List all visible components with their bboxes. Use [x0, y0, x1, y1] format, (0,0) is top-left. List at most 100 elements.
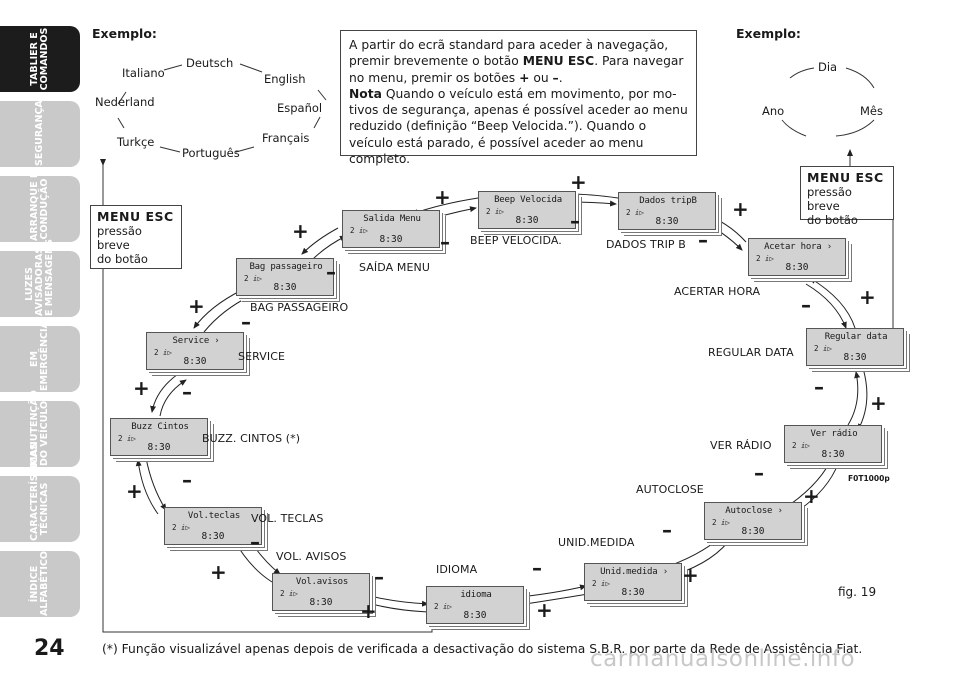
- minus-sign: –: [570, 209, 580, 233]
- lcd-screen-text: Bag passageiro: [249, 262, 323, 272]
- tab-manutencao[interactable]: MANUTENÇÃO DO VEÍCULO: [0, 390, 80, 467]
- lcd-time: 8:30: [655, 216, 679, 227]
- minus-sign: –: [182, 380, 192, 404]
- plus-sign: +: [292, 219, 309, 243]
- minus-sign: –: [532, 556, 542, 580]
- lcd-status: 2 ⅈ▷: [280, 589, 299, 598]
- lcd-status: 2 ⅈ▷: [814, 344, 833, 353]
- lcd-screen-text: Vol.teclas: [187, 511, 241, 521]
- lcd-panel: Unid.medida ›2 ⅈ▷8:30: [584, 563, 682, 601]
- info-box: A partir do ecrã standard para aceder à …: [340, 30, 697, 166]
- tab-tablier-comandos[interactable]: TABLIER E COMANDOS: [0, 26, 80, 92]
- lang-item: English: [264, 72, 306, 86]
- lcd-time: 8:30: [741, 526, 765, 537]
- lcd-status: 2 ⅈ▷: [434, 602, 453, 611]
- lcd-status: 2 ⅈ▷: [350, 226, 369, 235]
- panel-caption: IDIOMA: [436, 563, 478, 576]
- lcd-status: 2 ⅈ▷: [792, 441, 811, 450]
- lang-item: Deutsch: [186, 56, 234, 70]
- menu-esc-line: do botão: [807, 213, 858, 227]
- lcd-time: 8:30: [463, 610, 487, 621]
- panel-caption: VER RÁDIO: [710, 439, 772, 452]
- lcd-time: 8:30: [273, 282, 297, 293]
- plus-sign: +: [126, 479, 143, 503]
- figure-label: fig. 19: [838, 585, 877, 599]
- lcd-status: 2 ⅈ▷: [244, 274, 263, 283]
- plus-sign: +: [210, 560, 227, 584]
- lang-item: Português: [182, 146, 240, 160]
- info-text: . Para navegar no menu, premir os botões: [349, 54, 684, 85]
- lcd-status: 2 ⅈ▷: [626, 208, 645, 217]
- lcd-status: 2 ⅈ▷: [172, 523, 191, 532]
- info-plus: +: [519, 70, 530, 85]
- panel-caption: VOL. AVISOS: [276, 550, 347, 563]
- panel-caption: DADOS TRIP B: [606, 238, 686, 251]
- tab-arranque-conducao[interactable]: ARRANQUE E CONDUÇÃO: [0, 172, 80, 242]
- menu-esc-box-left: MENU ESC pressão breve do botão: [90, 205, 182, 269]
- menu-esc-line: do botão: [97, 252, 148, 266]
- lcd-status: 2 ⅈ▷: [154, 348, 173, 357]
- lang-item: Turkçe: [117, 135, 155, 149]
- menu-esc-title: MENU ESC: [97, 209, 174, 224]
- minus-sign: –: [698, 228, 708, 252]
- lcd-screen-text: Buzz Cintos: [131, 422, 189, 432]
- lcd-screen-text: Regular data: [824, 332, 888, 342]
- example-left-heading: Exemplo:: [92, 26, 157, 41]
- lcd-time: 8:30: [843, 352, 867, 363]
- example-right-heading: Exemplo:: [736, 26, 801, 41]
- lcd-time: 8:30: [379, 234, 403, 245]
- lcd-screen-text: Ver rádio: [810, 429, 858, 439]
- date-item: Mês: [860, 104, 883, 118]
- panel-caption: UNID.MEDIDA: [558, 536, 635, 549]
- lcd-time: 8:30: [821, 449, 845, 460]
- minus-sign: –: [374, 565, 384, 589]
- lcd-screen-text: Acetar hora ›: [764, 242, 832, 252]
- plus-sign: +: [434, 185, 451, 209]
- tab-em-emergencia[interactable]: EM EMERGÊNCIA: [0, 321, 80, 392]
- menu-esc-line: pressão breve: [97, 224, 142, 252]
- lcd-time: 8:30: [785, 262, 809, 273]
- lcd-status: 2 ⅈ▷: [592, 579, 611, 588]
- plus-sign: +: [570, 170, 587, 194]
- menu-esc-box-right: MENU ESC pressão breve do botão: [800, 166, 894, 227]
- tab-indice[interactable]: ÍNDICE ALFABÉTICO: [0, 551, 80, 617]
- minus-sign: –: [801, 293, 811, 317]
- panel-caption: AUTOCLOSE: [636, 483, 704, 496]
- plus-sign: +: [803, 484, 820, 508]
- lcd-panel: Regular data 2 ⅈ▷ 8:30: [806, 328, 904, 366]
- page-number: 24: [34, 636, 65, 661]
- tab-caracteristicas[interactable]: CARACTERÍSTICAS TÉCNICAS: [0, 443, 80, 542]
- lcd-screen-text: Vol.avisos: [295, 577, 349, 587]
- plus-sign: +: [360, 599, 377, 623]
- lcd-screen-text: Dados tripB: [639, 196, 697, 206]
- plus-sign: +: [859, 285, 876, 309]
- lcd-panel: Acetar hora ›2 ⅈ▷8:30: [748, 238, 846, 276]
- minus-sign: –: [814, 375, 824, 399]
- lcd-screen-text: idioma: [460, 590, 492, 600]
- footnote: (*) Função visualizável apenas depois de…: [102, 642, 863, 656]
- tab-seguranca[interactable]: SEGURANÇA: [0, 100, 80, 167]
- lcd-screen-text: Unid.medida ›: [600, 567, 668, 577]
- lcd-panel: Bag passageiro 2 ⅈ▷ 8:30: [236, 258, 334, 296]
- lcd-time: 8:30: [201, 531, 225, 542]
- plus-sign: +: [536, 598, 553, 622]
- info-text: .: [558, 70, 563, 85]
- panel-caption: SERVICE: [238, 350, 286, 363]
- panel-caption: BEEP VELOCIDA.: [470, 234, 562, 247]
- minus-sign: –: [662, 518, 672, 542]
- info-menu-esc: MENU ESC: [522, 54, 595, 69]
- figure-code: F0T1000p: [848, 474, 890, 483]
- lcd-screen-text: Service ›: [172, 336, 220, 346]
- plus-sign: +: [133, 376, 150, 400]
- minus-sign: –: [754, 461, 764, 485]
- plus-sign: +: [188, 294, 205, 318]
- tab-luzes-avisadoras[interactable]: LUZES AVISADORAS E MENSAGENS: [0, 239, 80, 317]
- minus-sign: –: [326, 260, 336, 284]
- lcd-panel: Dados tripB 2 ⅈ▷ 8:30: [618, 192, 716, 230]
- lcd-time: 8:30: [183, 356, 207, 367]
- plus-sign: +: [870, 391, 887, 415]
